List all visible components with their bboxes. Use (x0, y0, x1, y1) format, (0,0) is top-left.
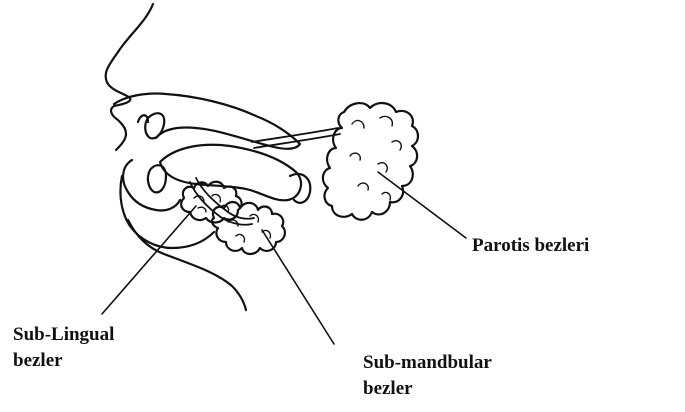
tongue-outline (160, 145, 301, 201)
submandibular-label-line-2: bezler (363, 376, 492, 402)
submandibular-gland-label: Sub-mandbular bezler (363, 350, 492, 402)
parotid-gland-texture (350, 116, 401, 200)
sublingual-label-line-1: Sub-Lingual (13, 322, 114, 348)
sublingual-label-line-2: bezler (13, 348, 114, 374)
sublingual-gland-label: Sub-Lingual bezler (13, 322, 114, 374)
parotid-gland-label: Parotis bezleri (472, 233, 589, 259)
submandibular-gland (212, 202, 285, 254)
parotid-gland (323, 103, 418, 220)
submandibular-leader-line (262, 230, 334, 344)
parotid-leader-line (378, 172, 466, 238)
chin-jaw-outline (120, 176, 214, 248)
upper-palate-outline (114, 93, 300, 148)
submandibular-label-line-1: Sub-mandbular (363, 350, 492, 376)
parotid-gland-label-text: Parotis bezleri (472, 235, 589, 256)
